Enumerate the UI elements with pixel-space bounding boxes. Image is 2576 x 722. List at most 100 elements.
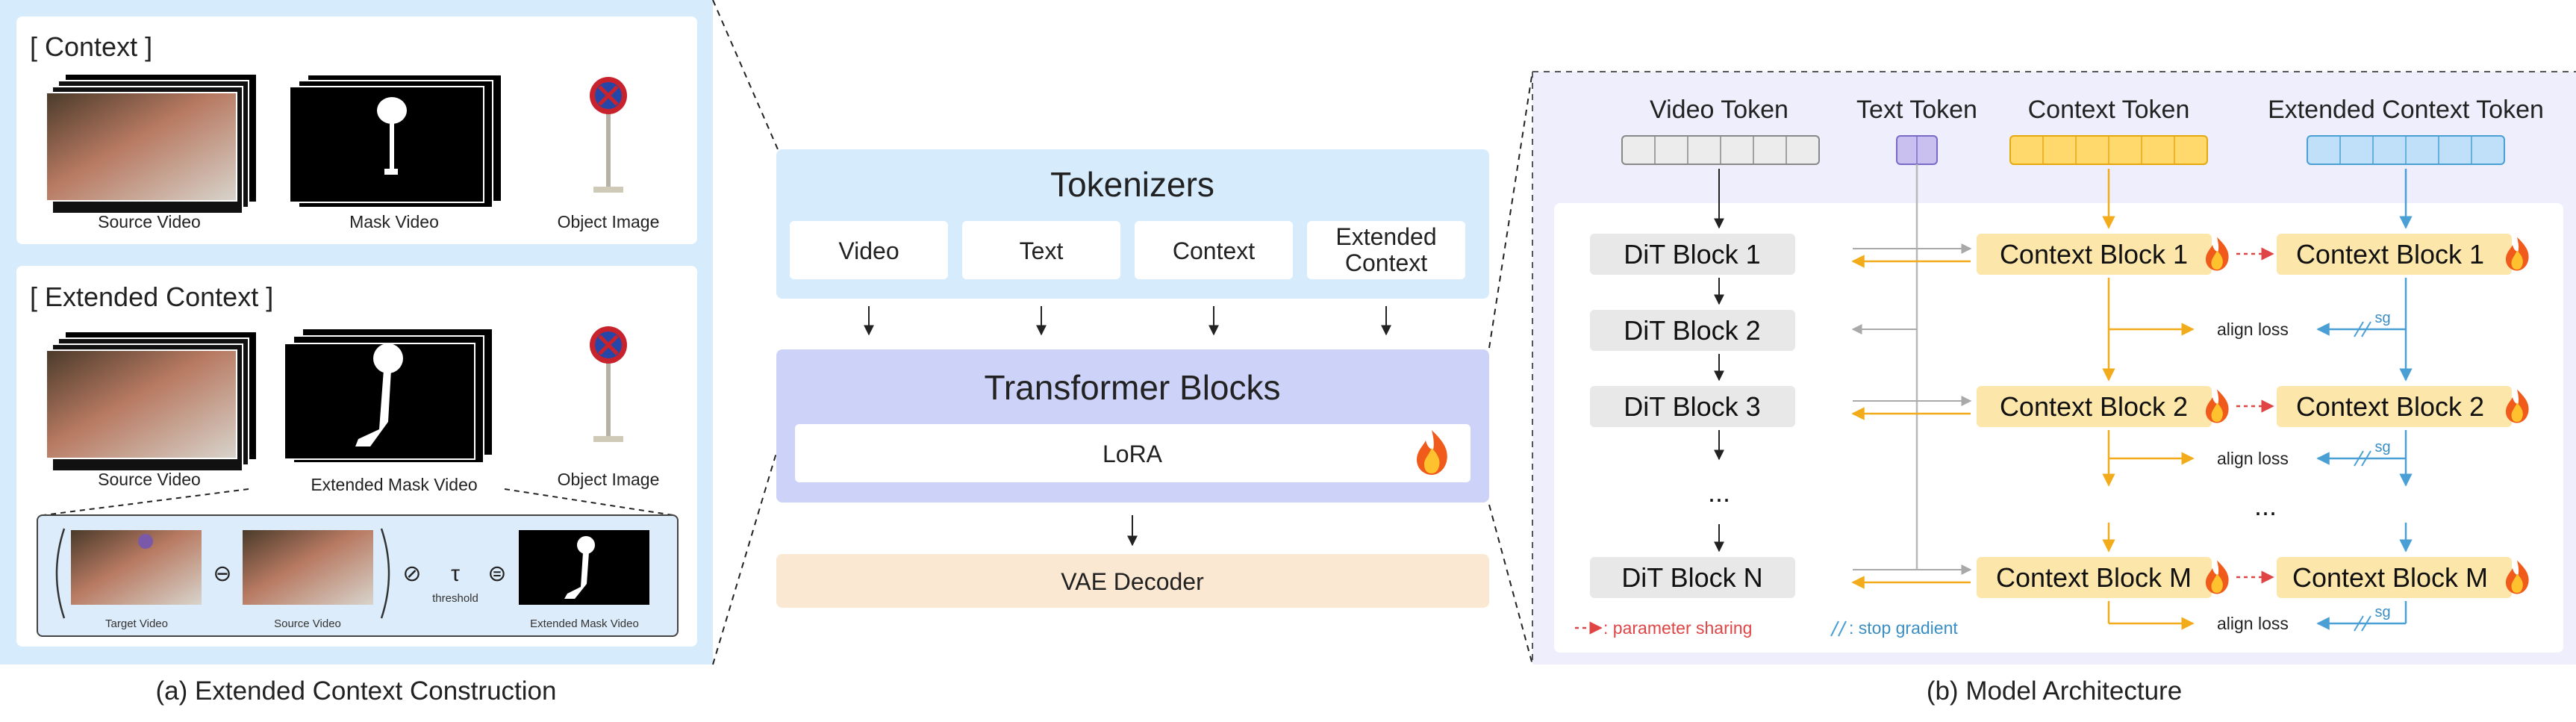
ext-context-block-m-label: Context Block M: [2292, 562, 2488, 593]
tokenizer-video-label: Video: [838, 237, 899, 264]
fire-icon: [2206, 237, 2229, 271]
stop-gradient-1: sg: [2354, 310, 2391, 337]
lora-box: [795, 424, 1471, 482]
formula-paren-right: [380, 528, 390, 619]
text-token-bar: [1896, 135, 1938, 165]
formula-paren-left: [55, 528, 66, 619]
object-image-caption: Object Image: [558, 212, 660, 231]
fire-icon: [2206, 560, 2229, 594]
dit-block-n: [1590, 557, 1795, 598]
dit-block-3: [1590, 386, 1795, 427]
context-block-1: [1977, 234, 2212, 275]
source-video-caption-formula: Source Video: [274, 617, 341, 630]
extended-mask-caption-formula: Extended Mask Video: [530, 617, 639, 630]
tokenizer-text-label: Text: [1020, 237, 1064, 264]
extended-context-label: [ Extended Context ]: [30, 281, 273, 312]
left-bottom-caption: (a) Extended Context Construction: [156, 676, 557, 706]
sg-label-1: sg: [2374, 310, 2390, 326]
compare-op: ⊘: [402, 561, 421, 586]
extended-mask-video-stack: [284, 328, 493, 464]
context-label: [ Context ]: [30, 31, 152, 62]
legend-param-text: : parameter sharing: [1603, 618, 1752, 638]
right-bottom-caption: (b) Model Architecture: [1927, 676, 2182, 706]
ext-context-block-m: [2277, 557, 2512, 598]
fire-icon: [2506, 560, 2529, 594]
tokenizer-video-box: [790, 221, 948, 279]
stop-gradient-2: sg: [2354, 439, 2391, 467]
ext-context-block-2: [2277, 386, 2512, 427]
tokenizer-extended-label-1: Extended: [1335, 223, 1436, 250]
tokenizer-context-box: [1135, 221, 1293, 279]
sg-label-m: sg: [2374, 604, 2390, 620]
align-loss-2: align loss: [2217, 449, 2289, 468]
align-loss-1: align loss: [2217, 320, 2289, 339]
context-block-m: [1977, 557, 2212, 598]
vae-label: VAE Decoder: [1061, 568, 1204, 595]
fire-icon: [2506, 389, 2529, 423]
object-image: [590, 77, 627, 193]
object-image-caption-2: Object Image: [558, 470, 660, 489]
dit-block-n-label: DiT Block N: [1621, 562, 1762, 593]
legend-stop-mark: [1830, 620, 1847, 637]
architecture-card: [1554, 203, 2563, 653]
tokenizer-extended-label-2: Context: [1345, 249, 1427, 276]
minus-op: ⊖: [213, 561, 231, 586]
threshold-label: threshold: [432, 592, 478, 605]
sg-label-2: sg: [2374, 439, 2390, 455]
extended-token-label: Extended Context Token: [2268, 96, 2544, 124]
extended-mask-thumb: [519, 530, 649, 605]
dit-block-3-label: DiT Block 3: [1624, 391, 1760, 422]
tokenizer-extended-box: [1307, 221, 1465, 279]
dit-block-1-label: DiT Block 1: [1624, 239, 1760, 270]
ext-ellipsis: ...: [2254, 491, 2277, 521]
source-video-thumb: [243, 530, 373, 605]
source-video-stack: [46, 75, 256, 214]
lora-label: LoRA: [1103, 441, 1163, 467]
ext-context-block-2-label: Context Block 2: [2296, 391, 2484, 422]
mask-video-stack: [289, 74, 502, 208]
connector-right-top: [1488, 71, 1533, 349]
transformer-title: Transformer Blocks: [984, 368, 1280, 407]
video-token-bar: [1621, 135, 1820, 165]
text-token-label: Text Token: [1856, 96, 1977, 124]
context-block-2-label: Context Block 2: [2000, 391, 2188, 422]
tokenizer-text-box: [962, 221, 1120, 279]
dit-block-2-label: DiT Block 2: [1624, 315, 1760, 346]
equals-op: ⊜: [487, 561, 506, 586]
tokenizers-title: Tokenizers: [1050, 165, 1214, 204]
source-video-caption-2: Source Video: [98, 470, 201, 489]
dit-ellipsis: ...: [1708, 477, 1730, 508]
fire-icon: [2506, 237, 2529, 271]
fire-icon: [1417, 430, 1447, 475]
middle-panel: Tokenizers Video Text Context Extended C…: [776, 149, 1489, 608]
mask-video-caption: Mask Video: [349, 212, 439, 231]
legend-stop-text: : stop gradient: [1849, 618, 1958, 638]
left-panel: [ Context ] Source Video Mask Video Obje…: [0, 0, 713, 706]
target-video-caption: Target Video: [105, 617, 168, 630]
object-image-2: [590, 326, 627, 442]
context-token-label: Context Token: [2028, 96, 2190, 124]
source-video-stack-2: [46, 332, 256, 472]
target-video-thumb: [71, 530, 202, 605]
tau-symbol: τ: [451, 561, 460, 586]
video-token-label: Video Token: [1650, 96, 1788, 124]
tokenizer-context-label: Context: [1173, 237, 1255, 264]
connector-right-bottom: [1488, 504, 1533, 665]
extended-mask-video-caption: Extended Mask Video: [311, 475, 477, 494]
ext-context-block-1-label: Context Block 1: [2296, 239, 2484, 270]
dit-block-1: [1590, 234, 1795, 275]
dit-block-2: [1590, 310, 1795, 351]
ext-context-block-1: [2277, 234, 2512, 275]
connector-left-bottom: [712, 447, 779, 665]
context-block-2: [1977, 386, 2212, 427]
vae-panel: [776, 554, 1489, 608]
context-block-m-label: Context Block M: [1996, 562, 2192, 593]
context-token-bar: [2009, 135, 2208, 165]
context-block-1-label: Context Block 1: [2000, 239, 2188, 270]
align-loss-m: align loss: [2217, 614, 2289, 633]
right-panel: Video Token Text Token Context Token Ext…: [1532, 71, 2576, 706]
fire-icon: [2206, 389, 2229, 423]
stop-gradient-m: sg: [2354, 604, 2391, 632]
